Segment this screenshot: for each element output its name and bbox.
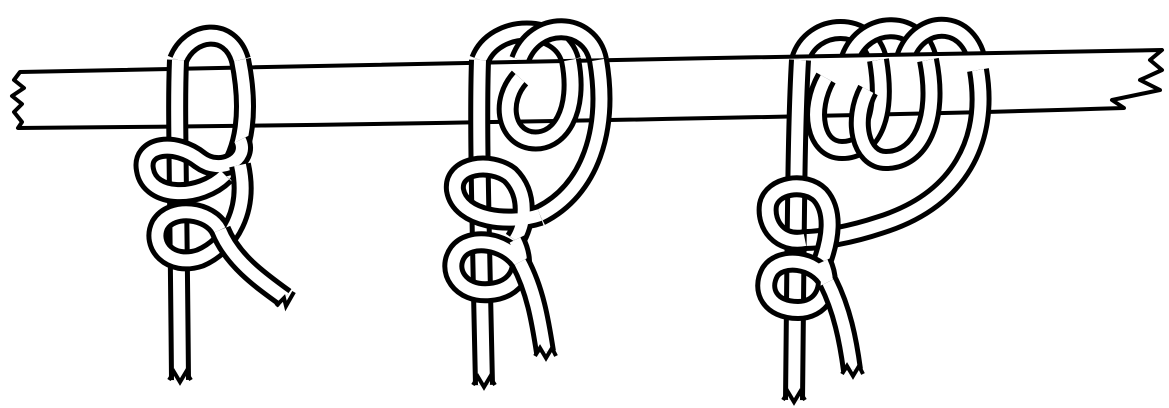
knot-illustration — [0, 0, 1169, 408]
